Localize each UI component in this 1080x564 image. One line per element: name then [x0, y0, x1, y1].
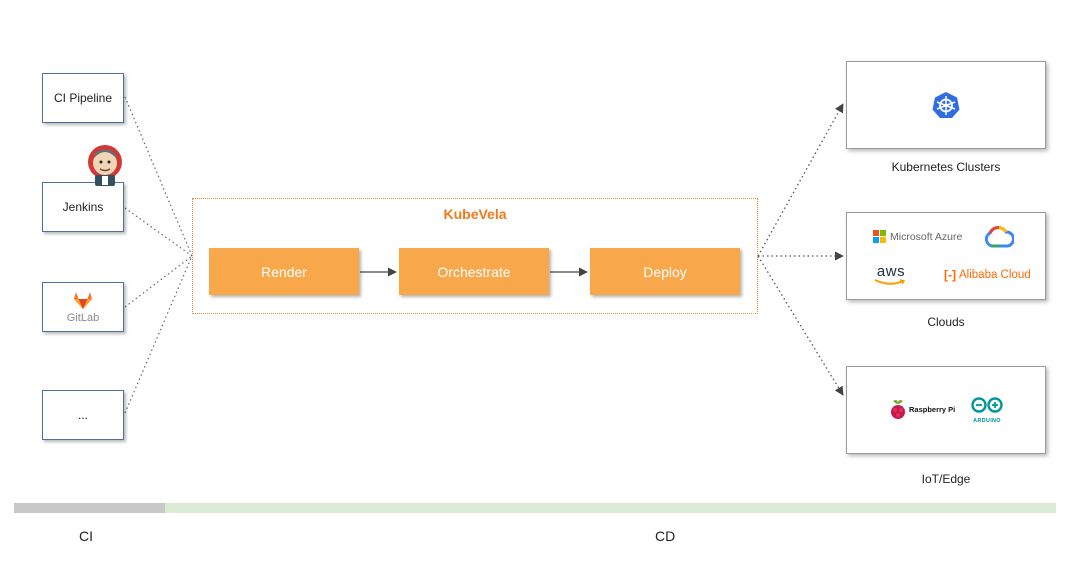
- aws-label: aws: [876, 263, 906, 280]
- aws-smile-icon: [874, 279, 906, 285]
- source-more-label: ...: [77, 408, 88, 422]
- stage-orchestrate: Orchestrate: [399, 248, 549, 295]
- aws-logo: aws: [873, 263, 909, 286]
- stage-render-label: Render: [261, 263, 307, 280]
- link-more: [124, 255, 193, 414]
- target-kubernetes-label: Kubernetes Clusters: [891, 160, 1001, 174]
- cd-phase-label: CD: [655, 528, 676, 544]
- link-gitlab: [124, 255, 193, 308]
- source-jenkins-label: Jenkins: [62, 200, 104, 214]
- raspberry-pi-icon: [891, 400, 905, 419]
- target-iot-label: IoT/Edge: [921, 472, 971, 486]
- arduino-infinity-icon: [971, 397, 1003, 413]
- jenkins-logo-icon: [88, 145, 122, 186]
- source-jenkins: Jenkins: [42, 182, 124, 232]
- link-ci-pipeline: [124, 96, 193, 257]
- source-gitlab: GitLab: [42, 282, 124, 332]
- target-kubernetes-box: [846, 61, 1046, 149]
- microsoft-azure-label: Microsoft Azure: [890, 230, 963, 243]
- target-clouds-label: Clouds: [927, 315, 965, 329]
- google-cloud-icon: [984, 226, 1014, 248]
- target-iot-box: Raspberry Pi ARDUINO: [846, 366, 1046, 454]
- kubevela-title: KubeVela: [443, 206, 507, 222]
- stage-deploy-label: Deploy: [643, 263, 687, 280]
- stage-deploy: Deploy: [590, 248, 740, 295]
- arrow-to-kubernetes: [757, 103, 844, 257]
- arduino-label: ARDUINO: [973, 418, 1001, 424]
- target-clouds-box: Microsoft Azure aws [-] Alibaba Cloud: [846, 212, 1046, 300]
- ci-phase-bar: [14, 503, 165, 513]
- link-jenkins: [124, 207, 193, 257]
- ci-phase-label: CI: [79, 528, 93, 544]
- cd-phase-bar: [165, 503, 1056, 513]
- alibaba-bracket-icon: [-]: [944, 268, 956, 282]
- kubevela-container: [192, 198, 758, 314]
- raspberry-pi-logo: Raspberry Pi: [889, 398, 955, 420]
- arrow-to-iot: [757, 255, 844, 396]
- microsoft-windows-icon: [873, 230, 886, 243]
- stage-orchestrate-label: Orchestrate: [437, 263, 511, 280]
- gitlab-fox-icon: [74, 291, 92, 309]
- stage-render: Render: [209, 248, 359, 295]
- source-more: ...: [42, 390, 124, 440]
- arduino-logo: ARDUINO: [967, 397, 1007, 424]
- microsoft-azure-logo: Microsoft Azure: [873, 230, 962, 243]
- source-ci-pipeline-label: CI Pipeline: [53, 91, 113, 105]
- raspberry-pi-label: Raspberry Pi: [909, 404, 956, 414]
- kubernetes-helm-icon: [932, 92, 960, 118]
- source-ci-pipeline: CI Pipeline: [42, 73, 124, 123]
- source-gitlab-label: GitLab: [66, 311, 100, 324]
- alibaba-cloud-label: Alibaba Cloud: [959, 269, 1031, 281]
- alibaba-cloud-logo: [-] Alibaba Cloud: [944, 268, 1031, 282]
